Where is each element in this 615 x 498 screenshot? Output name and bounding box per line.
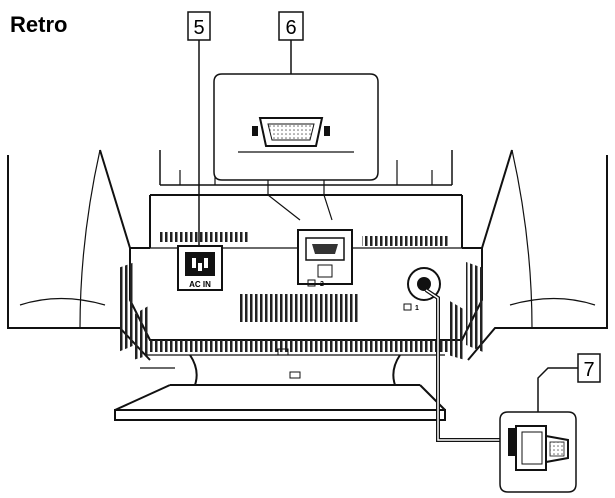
stand-release-icon — [277, 348, 289, 356]
port-6-zoom-detail — [213, 73, 379, 221]
adapter-cable — [424, 288, 516, 442]
callout-5: 5 — [187, 11, 211, 246]
page-title: Retro — [10, 12, 68, 37]
ac-power-connector — [177, 245, 223, 291]
input-1-number: 1 — [415, 305, 419, 312]
callout-7-number: 7 — [583, 359, 594, 381]
input-2-indicator: 2 — [307, 279, 324, 288]
adapter-detail-box — [499, 411, 577, 493]
input-1-connector — [407, 267, 441, 301]
back-panel-vents — [160, 232, 450, 322]
ac-in-label: AC IN — [189, 280, 211, 289]
callout-6-number: 6 — [285, 17, 296, 39]
input-1-indicator: 1 — [403, 303, 419, 312]
callout-5-number: 5 — [193, 17, 204, 39]
stand-lock-icon — [289, 371, 301, 379]
monitor-stand — [114, 354, 446, 421]
callout-7: 7 — [537, 353, 601, 412]
stand-vent-strip — [140, 340, 450, 352]
callout-6: 6 — [278, 11, 304, 74]
hd15-input-2-port — [297, 229, 353, 285]
input-2-number: 2 — [320, 281, 324, 288]
